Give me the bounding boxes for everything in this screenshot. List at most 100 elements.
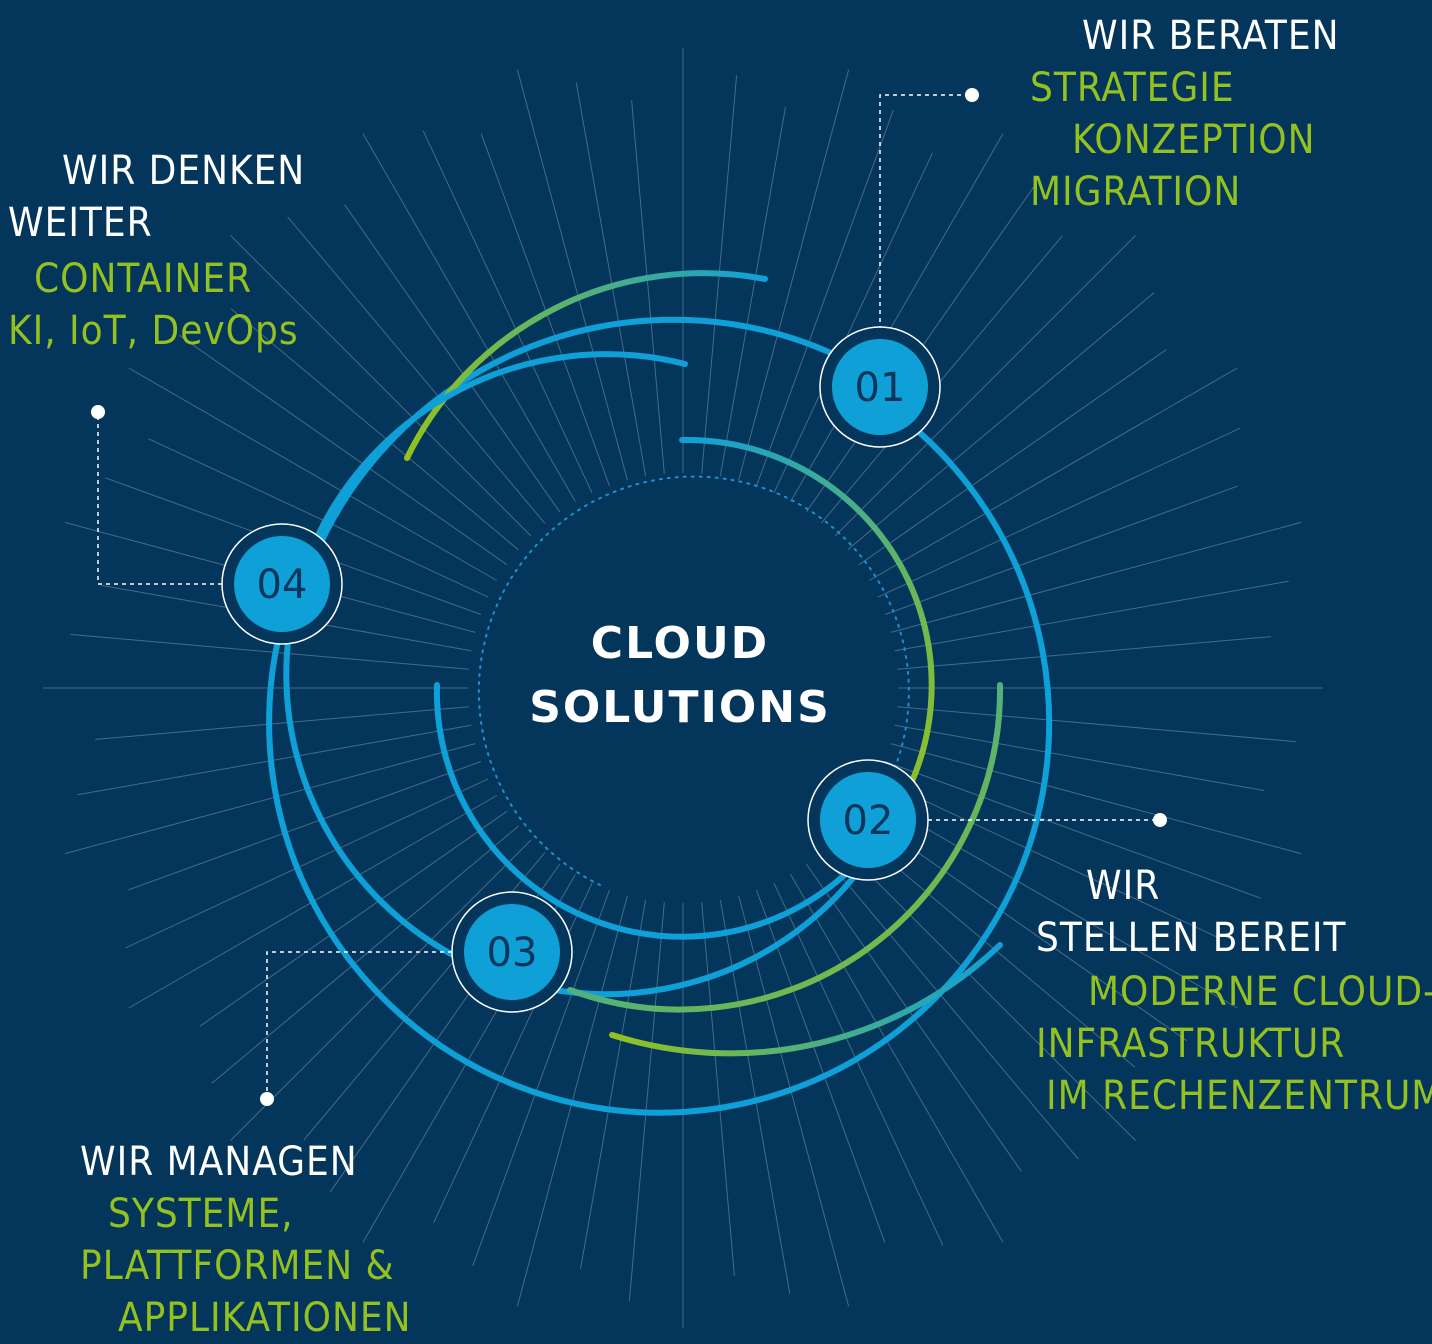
bereitstellen-heading-line1: WIR: [1086, 863, 1161, 909]
ray-line: [897, 636, 1271, 670]
badge-number-04: 04: [256, 562, 308, 608]
ray-line: [287, 216, 546, 524]
outer-ring-arc-main: [266, 417, 1053, 1116]
ray-line: [362, 133, 576, 503]
denken-heading-line1: WIR DENKEN: [62, 148, 306, 194]
ray-line: [738, 69, 850, 481]
upper-gradient-arc: [404, 270, 768, 461]
ray-line: [834, 235, 1136, 537]
ray-line: [70, 633, 469, 670]
ray-line: [575, 82, 647, 477]
connector-03: [266, 951, 452, 1098]
managen-heading: WIR MANAGEN: [80, 1139, 358, 1185]
ray-line: [128, 367, 498, 581]
ray-line: [834, 839, 1136, 1141]
ray-line: [884, 761, 1262, 899]
ray-line: [125, 778, 489, 949]
ray-line: [631, 100, 665, 474]
ray-line: [868, 367, 1238, 581]
managen-item-systeme: SYSTEME,: [108, 1191, 294, 1237]
ray-line: [890, 743, 1302, 855]
connector-dot-04: [91, 405, 105, 419]
ray-line: [178, 334, 508, 566]
bereitstellen-item-rechenzentrum: IM RECHENZENTRUM: [1046, 1073, 1432, 1119]
ray-line: [580, 899, 647, 1270]
connectors: [97, 94, 1160, 1098]
ray-line: [738, 895, 850, 1307]
ray-line: [628, 902, 665, 1301]
ray-line: [858, 349, 1167, 566]
ray-line: [95, 706, 469, 740]
ray-line: [790, 133, 1004, 503]
ray-line: [790, 873, 1004, 1243]
connector-01: [879, 94, 972, 330]
bereitstellen-heading-line2: STELLEN BEREIT: [1036, 915, 1347, 961]
denken-heading-line2: WEITER: [8, 200, 153, 246]
managen-item-plattformen: PLATTFORMEN &: [80, 1243, 395, 1289]
ray-line: [877, 427, 1241, 598]
ray-line: [877, 778, 1218, 938]
radial-rays: [43, 48, 1323, 1328]
outer-ring-arc-top: [292, 316, 849, 618]
ray-line: [230, 839, 532, 1141]
badge-04: [221, 523, 343, 645]
ray-line: [422, 130, 593, 494]
ray-line: [77, 724, 472, 796]
ray-line: [894, 724, 1265, 791]
ray-line: [890, 521, 1302, 633]
bottom-gradient-arc: [609, 942, 1003, 1057]
ray-line: [211, 825, 519, 1084]
ray-line: [868, 795, 1238, 1009]
ray-line: [820, 235, 1063, 524]
ray-line: [199, 810, 508, 1027]
beraten-item-migration: MIGRATION: [1030, 169, 1242, 215]
inner-bottom-arc: [433, 682, 863, 940]
managen-item-applikationen: APPLIKATIONEN: [118, 1295, 412, 1341]
ray-line: [773, 882, 944, 1246]
badge-number-02: 02: [842, 798, 894, 844]
denken-item-ki-iot-devops: KI, IoT, DevOps: [8, 308, 299, 354]
ray-line: [230, 235, 532, 537]
ray-line: [897, 706, 1296, 743]
center-title-line2: SOLUTIONS: [529, 682, 831, 733]
ray-line: [148, 438, 489, 598]
ray-line: [847, 292, 1155, 551]
right-green-arc: [567, 682, 1004, 1013]
ray-line: [472, 889, 610, 1267]
ray-line: [128, 761, 482, 891]
beraten-item-konzeption: KONZEPTION: [1072, 117, 1316, 163]
inner-dotted-ring: [477, 475, 910, 886]
badge-02: [807, 759, 929, 881]
connector-dots: [91, 88, 1167, 1106]
ray-line: [719, 106, 786, 477]
bereitstellen-item-moderne-cloud: MODERNE CLOUD-: [1088, 969, 1432, 1015]
center-title-line1: CLOUD: [590, 618, 770, 669]
ray-line: [756, 889, 886, 1243]
ray-line: [894, 580, 1289, 652]
inner-gradient-arc: [679, 436, 935, 803]
ray-line: [884, 485, 1238, 615]
ray-line: [756, 109, 894, 487]
connector-dot-01: [965, 88, 979, 102]
ray-line: [230, 308, 519, 551]
connector-dot-02: [1153, 813, 1167, 827]
badge-03: [451, 891, 573, 1013]
ray-line: [820, 852, 1079, 1160]
connector-04: [97, 412, 222, 585]
badge-01: [819, 326, 941, 448]
beraten-item-strategie: STRATEGIE: [1030, 65, 1235, 111]
ray-line: [64, 743, 476, 855]
ray-line: [701, 902, 735, 1276]
ray-line: [516, 69, 628, 481]
second-ring-arc: [283, 351, 883, 998]
badges: [221, 326, 941, 1013]
bereitstellen-item-infrastruktur: INFRASTRUKTUR: [1036, 1021, 1346, 1067]
connector-dot-03: [260, 1092, 274, 1106]
center-title: CLOUD SOLUTIONS: [480, 612, 880, 740]
ring-arcs: [266, 270, 1053, 1116]
ray-line: [480, 133, 610, 487]
badge-number-03: 03: [486, 930, 538, 976]
beraten-heading: WIR BERATEN: [1082, 13, 1340, 59]
denken-item-container: CONTAINER: [34, 256, 253, 302]
